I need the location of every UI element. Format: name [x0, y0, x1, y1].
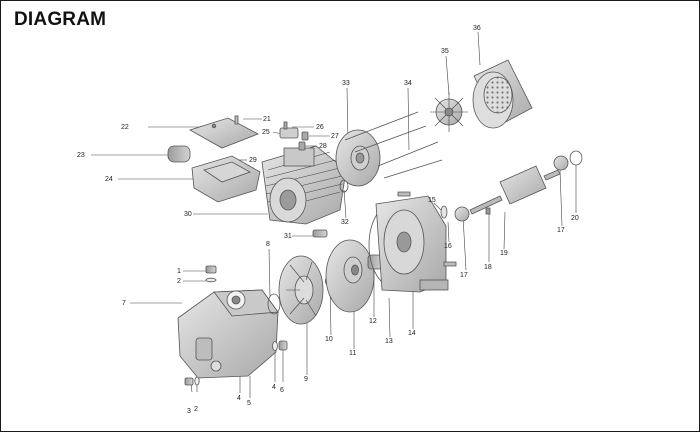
callout-3: 3 [187, 408, 191, 415]
callout-4: 4 [272, 384, 276, 391]
callout-2: 2 [177, 278, 181, 285]
callout-23: 23 [77, 152, 85, 159]
seal-ring-15 [440, 205, 448, 219]
capacitor [167, 145, 191, 163]
callout-8: 8 [266, 241, 270, 248]
callout-15: 15 [428, 197, 436, 204]
callout-9: 9 [304, 376, 308, 383]
callout-16: 16 [444, 243, 452, 250]
callout-29: 29 [249, 157, 257, 164]
callout-5: 5 [247, 400, 251, 407]
fan-cover [472, 59, 533, 129]
callout-1: 1 [177, 268, 181, 275]
callout-26: 26 [316, 124, 324, 131]
callout-12: 12 [369, 318, 377, 325]
bracket-screws [397, 191, 457, 267]
callout-34: 34 [404, 80, 412, 87]
fill-plug [205, 265, 217, 283]
callout-35: 35 [441, 48, 449, 55]
motor-end-shield [335, 129, 381, 187]
callout-17: 17 [460, 272, 468, 279]
bearing-17-front [454, 206, 470, 222]
cooling-fan [430, 92, 468, 132]
callout-14: 14 [408, 330, 416, 337]
leader-lines [91, 31, 577, 398]
terminal-screw [312, 229, 328, 238]
motor-bracket [375, 195, 449, 293]
callout-30: 30 [184, 211, 192, 218]
callout-22: 22 [121, 124, 129, 131]
diffuser [278, 255, 324, 325]
callout-7: 7 [122, 300, 126, 307]
tie-rods [344, 111, 443, 179]
callout-21: 21 [263, 116, 271, 123]
o-ring-8 [267, 293, 281, 315]
callout-11: 11 [349, 350, 356, 357]
impeller [325, 239, 375, 313]
callout-10: 10 [325, 336, 333, 343]
drain-plug [184, 376, 200, 386]
terminal-block [279, 121, 309, 151]
rotor-shaft [469, 165, 561, 215]
terminal-box [191, 155, 261, 203]
shaft-key [485, 207, 491, 215]
callout-20: 20 [571, 215, 579, 222]
callout-32: 32 [341, 219, 349, 226]
callout-6: 6 [280, 387, 284, 394]
motor-body [261, 145, 347, 225]
callout-18: 18 [484, 264, 492, 271]
callout-27: 27 [331, 133, 339, 140]
bearing-17-rear [553, 155, 569, 171]
small-plug-set [272, 340, 288, 351]
callout-17: 17 [557, 227, 565, 234]
page-title: DIAGRAM [14, 9, 107, 30]
wave-washer [569, 150, 583, 166]
callout-28: 28 [319, 143, 327, 150]
callout-36: 36 [473, 25, 481, 32]
callout-19: 19 [500, 250, 508, 257]
terminal-box-cover [188, 115, 259, 149]
callout-31: 31 [284, 233, 292, 240]
callout-4: 4 [237, 395, 241, 402]
callout-24: 24 [105, 176, 113, 183]
callout-13: 13 [385, 338, 393, 345]
callout-25: 25 [262, 129, 270, 136]
callout-2: 2 [194, 406, 198, 413]
pump-casing [177, 289, 279, 379]
callout-33: 33 [342, 80, 350, 87]
callout-labels: 1 2 2 3 4 4 5 6 7 8 9 10 11 12 13 14 15 … [77, 25, 579, 415]
